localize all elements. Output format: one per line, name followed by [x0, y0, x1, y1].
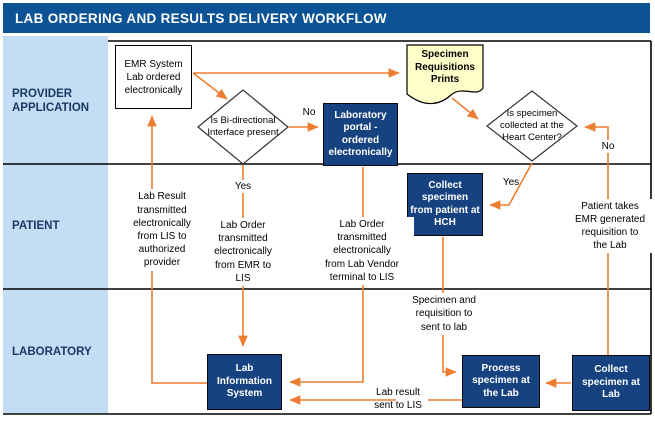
label-lab-order-vendor-to-lis: Lab Order transmitted electronically fro…	[310, 217, 414, 285]
arrow-yes-to-collect-hch	[489, 162, 533, 210]
lane-label-laboratory: LABORATORY	[12, 346, 92, 358]
node-laboratory-portal: Laboratory portal - ordered electronical…	[323, 103, 398, 166]
swimlane-sidebar	[3, 36, 108, 413]
swimlane-frame	[3, 40, 652, 415]
node-collect-specimen-lab: Collect specimen at Lab	[572, 355, 650, 411]
label-yes-bidirectional: Yes	[229, 180, 257, 193]
specimen-requisition-document-shape	[406, 44, 484, 105]
label-patient-takes-requisition: Patient takes EMR generated requisition …	[566, 199, 654, 253]
label-specimen-requisition-to-lab: Specimen and requisition to sent to lab	[402, 293, 486, 335]
label-no-bidirectional: No	[302, 106, 316, 118]
node-heart-center-diamond-text: Is specimen collected at the Heart Cente…	[500, 108, 564, 143]
node-bidirectional-diamond-text: Is Bi-directional Interface present	[207, 115, 279, 138]
lane-label-patient: PATIENT	[12, 220, 60, 232]
heart-center-diamond	[486, 90, 578, 162]
label-yes-heart-center: Yes	[502, 176, 520, 188]
node-lab-information-system: Lab Information System	[207, 354, 282, 410]
arrow-emr-to-bidirectional-diamond	[192, 72, 228, 100]
node-specimen-requisition-prints: Specimen Requisitions Prints	[414, 49, 475, 86]
arrow-requisition-to-heart-diamond	[451, 97, 479, 120]
lane-label-provider-application: PROVIDER APPLICATION	[12, 88, 90, 114]
arrow-hch-to-process	[442, 237, 457, 377]
arrow-no-branch-right	[584, 122, 609, 355]
label-no-heart-center: No	[595, 140, 621, 153]
label-lab-result-sent-to-lis: Lab result sent to LIS	[374, 386, 422, 411]
node-process-specimen-lab: Process specimen at the Lab	[462, 355, 540, 408]
label-lab-result-lis-to-provider: Lab Result transmitted electronically fr…	[114, 189, 210, 271]
title-bar: LAB ORDERING AND RESULTS DELIVERY WORKFL…	[3, 3, 650, 33]
node-emr-system: EMR System Lab ordered electronically	[115, 45, 192, 109]
page-title: LAB ORDERING AND RESULTS DELIVERY WORKFL…	[15, 10, 387, 26]
label-lab-order-emr-to-lis: Lab Order transmitted electronically fro…	[195, 218, 291, 286]
bidirectional-interface-diamond	[197, 89, 289, 165]
node-collect-specimen-hch: Collect specimen from patient at HCH	[407, 173, 483, 236]
